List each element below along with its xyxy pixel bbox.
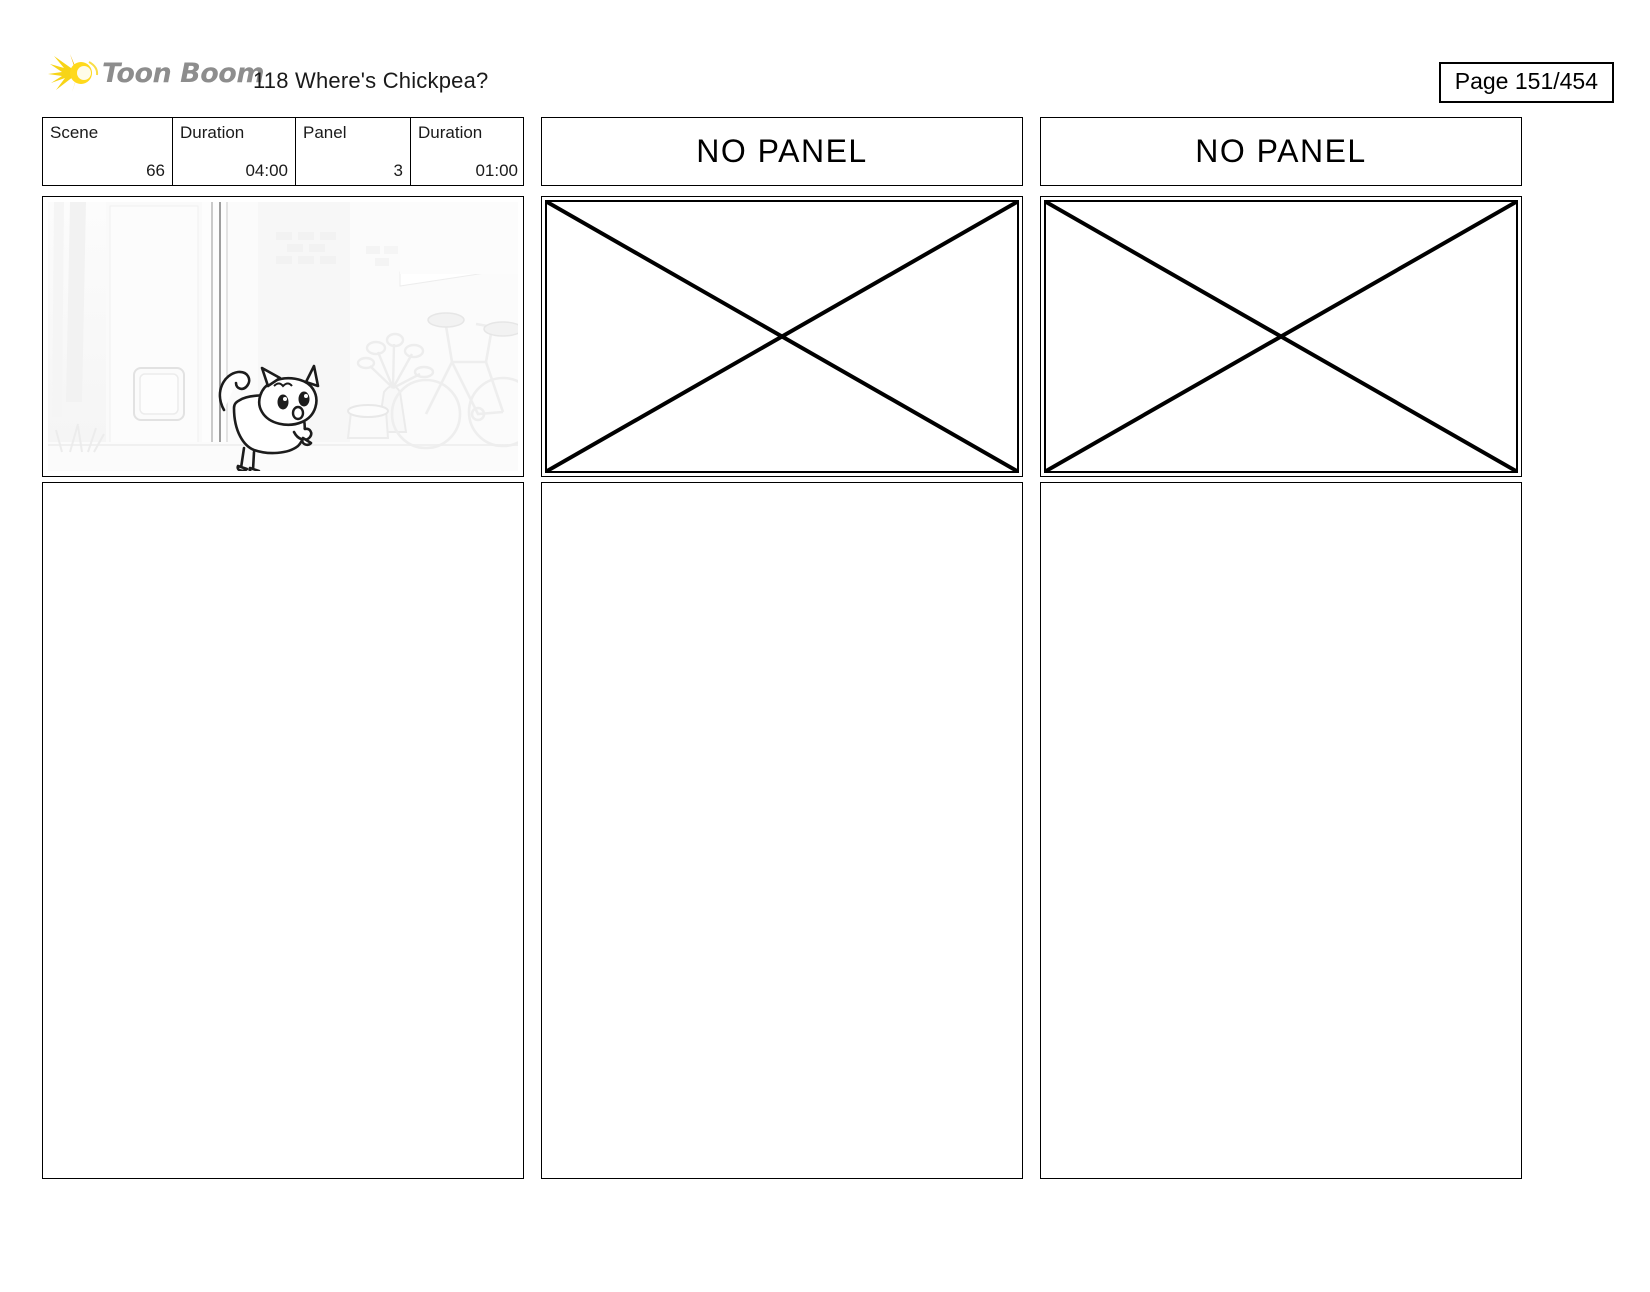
x-cross-placeholder-icon [1046, 202, 1516, 471]
panel-info-table: Scene 66 Duration 04:00 Panel 3 Duration… [42, 117, 524, 186]
storyboard-column-3: NO PANEL [1040, 117, 1524, 1180]
info-field-scene: Scene 66 [43, 118, 173, 185]
brand-logo-group: Toon Boom [48, 52, 264, 94]
panel-notes-text-2 [542, 483, 1022, 499]
panel-notes-2[interactable] [541, 482, 1023, 1179]
panel-notes-3[interactable] [1040, 482, 1522, 1179]
no-panel-header-3: NO PANEL [1040, 117, 1522, 186]
panel-notes[interactable] [42, 482, 524, 1179]
sunburst-icon [48, 54, 99, 92]
no-panel-header-2: NO PANEL [541, 117, 1023, 186]
info-label-scene: Scene [50, 123, 99, 142]
info-value-panel-duration: 01:00 [475, 161, 518, 180]
page-title: 118 Where's Chickpea? [253, 68, 489, 93]
info-value-scene: 66 [146, 161, 165, 180]
page-header: Toon Boom 118 Where's Chickpea? Page 151… [0, 0, 1650, 112]
info-label-panel: Panel [303, 123, 347, 142]
panel-notes-text [43, 483, 523, 499]
storyboard-column-1: Scene 66 Duration 04:00 Panel 3 Duration… [42, 117, 526, 1180]
storyboard-artwork [48, 202, 518, 471]
no-panel-label-3: NO PANEL [1195, 133, 1367, 169]
placeholder-frame [545, 200, 1019, 473]
storyboard-grid: Scene 66 Duration 04:00 Panel 3 Duration… [42, 117, 1608, 1180]
brand-name: Toon Boom [102, 57, 264, 89]
empty-panel-placeholder-2[interactable] [541, 196, 1023, 477]
placeholder-frame-3 [1044, 200, 1518, 473]
info-value-panel: 3 [393, 161, 403, 180]
panel-thumbnail-image [48, 202, 518, 471]
no-panel-label: NO PANEL [696, 133, 868, 169]
panel-thumbnail[interactable] [42, 196, 524, 477]
info-field-scene-duration: Duration 04:00 [173, 118, 296, 185]
storyboard-column-2: NO PANEL [541, 117, 1025, 1180]
info-field-panel-duration: Duration 01:00 [411, 118, 525, 185]
info-field-panel: Panel 3 [296, 118, 411, 185]
info-label-scene-duration: Duration [180, 123, 245, 142]
page-indicator: Page 151/454 [1438, 62, 1614, 103]
empty-panel-placeholder-3[interactable] [1040, 196, 1522, 477]
info-label-panel-duration: Duration [418, 123, 483, 142]
panel-notes-text-3 [1041, 483, 1521, 499]
info-value-scene-duration: 04:00 [245, 161, 288, 180]
x-cross-placeholder-icon [547, 202, 1017, 471]
